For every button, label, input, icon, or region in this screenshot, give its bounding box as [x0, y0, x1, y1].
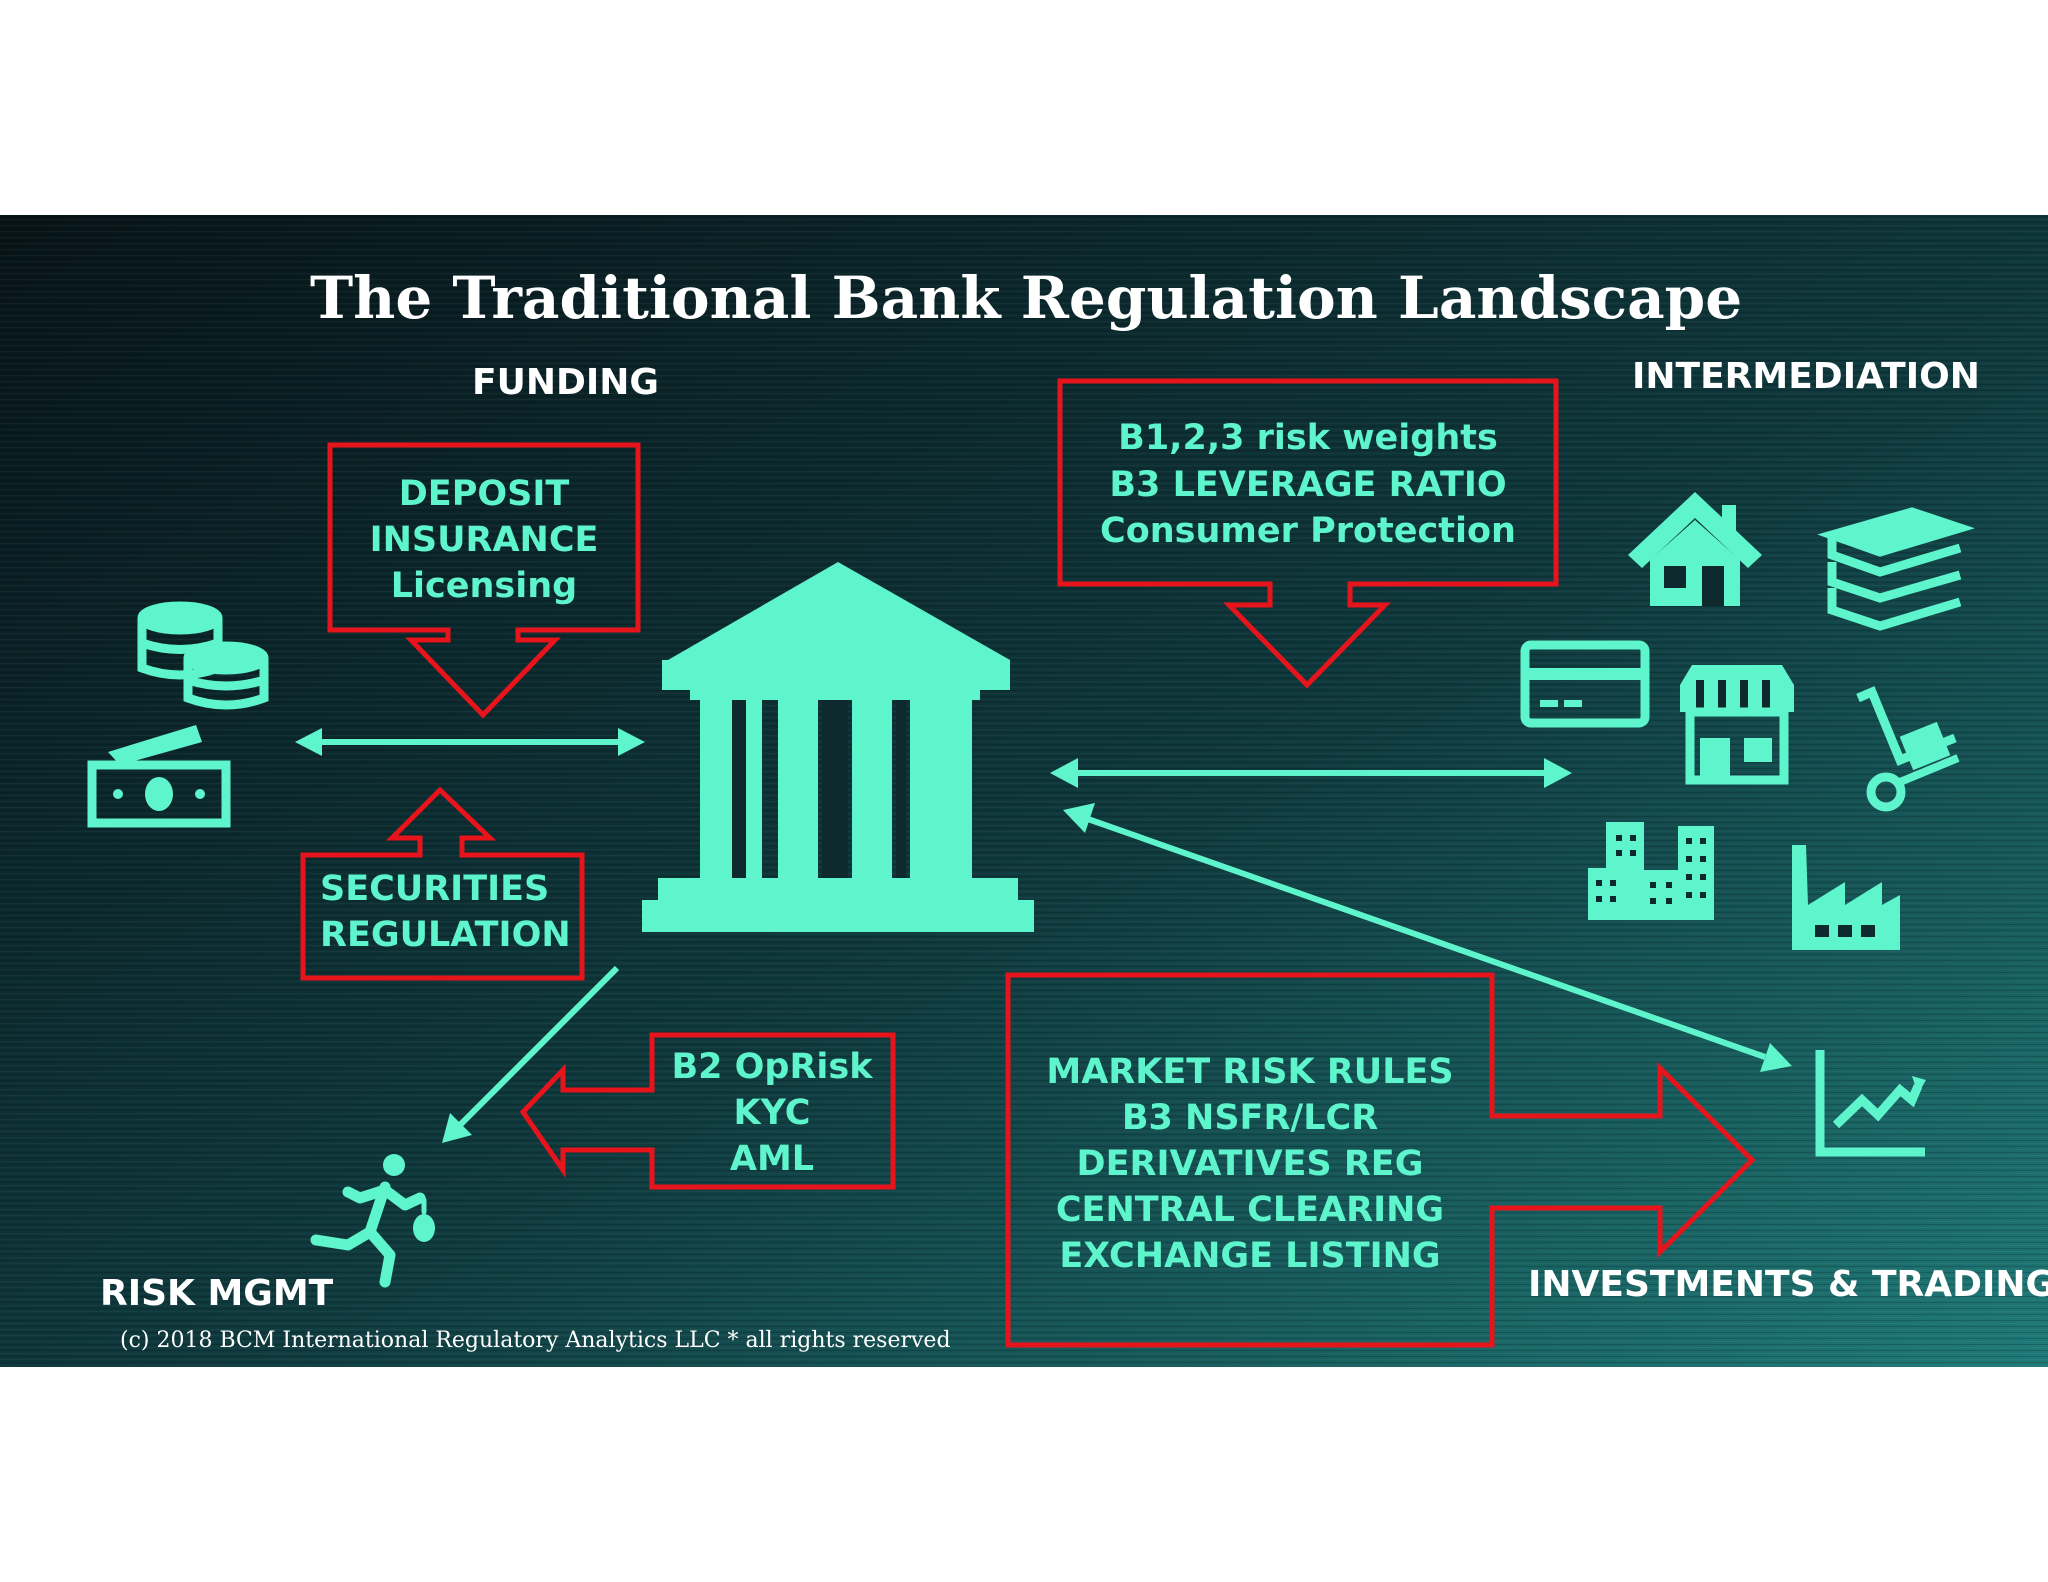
credit-card-icon [1520, 640, 1650, 728]
deposit-insurance-box: DEPOSIT INSURANCE Licensing [327, 442, 641, 719]
risk-mgmt-arrow [457, 965, 620, 1128]
cash-icon [87, 725, 231, 828]
securities-box-line-1: SECURITIES [320, 869, 549, 909]
securities-box-line-2: REGULATION [320, 915, 571, 955]
deposit-box-line-2: INSURANCE [370, 520, 599, 560]
basel-capital-box: B1,2,3 risk weights B3 LEVERAGE RATIO Co… [1057, 378, 1559, 689]
section-label-intermediation: INTERMEDIATION [1632, 356, 1980, 397]
basel-box-line-2: B3 LEVERAGE RATIO [1109, 465, 1506, 505]
page-title: The Traditional Bank Regulation Landscap… [310, 264, 1742, 332]
line-chart-icon [1815, 1050, 1926, 1157]
basel-box-line-1: B1,2,3 risk weights [1118, 418, 1498, 458]
oprisk-box-line-1: B2 OpRisk [671, 1047, 873, 1087]
basel-box-line-3: Consumer Protection [1100, 511, 1516, 551]
oprisk-box: B2 OpRisk KYC AML [519, 1032, 896, 1190]
securities-regulation-box: SECURITIES REGULATION [300, 786, 585, 981]
copyright-notice: (c) 2018 BCM International Regulatory An… [120, 1328, 951, 1353]
factory-icon [1792, 845, 1900, 950]
market-box-line-2: B3 NSFR/LCR [1122, 1098, 1378, 1138]
market-box-line-3: DERIVATIVES REG [1077, 1144, 1424, 1184]
market-box-line-4: CENTRAL CLEARING [1056, 1190, 1444, 1230]
section-label-investments: INVESTMENTS & TRADING [1528, 1264, 2048, 1305]
running-thief-icon [310, 1154, 435, 1288]
connector-arrows [295, 728, 1792, 1143]
market-risk-box: MARKET RISK RULES B3 NSFR/LCR DERIVATIVE… [1005, 972, 1756, 1348]
banner-background [0, 215, 2048, 1367]
coins-icon [137, 601, 269, 710]
deposit-box-line-1: DEPOSIT [399, 474, 570, 514]
section-label-funding: FUNDING [472, 362, 659, 403]
section-label-risk-mgmt: RISK MGMT [100, 1273, 334, 1314]
bank-building-icon [642, 562, 1034, 932]
oprisk-box-line-2: KYC [734, 1093, 811, 1133]
market-box-line-5: EXCHANGE LISTING [1059, 1236, 1440, 1276]
market-box-line-1: MARKET RISK RULES [1046, 1052, 1453, 1092]
storefront-icon [1680, 665, 1794, 785]
hand-truck-icon [1856, 686, 1960, 812]
oprisk-box-line-3: AML [730, 1139, 814, 1179]
books-icon [1817, 507, 1975, 631]
investments-arrow [1084, 815, 1766, 1060]
deposit-box-line-3: Licensing [391, 566, 578, 606]
city-buildings-icon [1588, 822, 1714, 920]
